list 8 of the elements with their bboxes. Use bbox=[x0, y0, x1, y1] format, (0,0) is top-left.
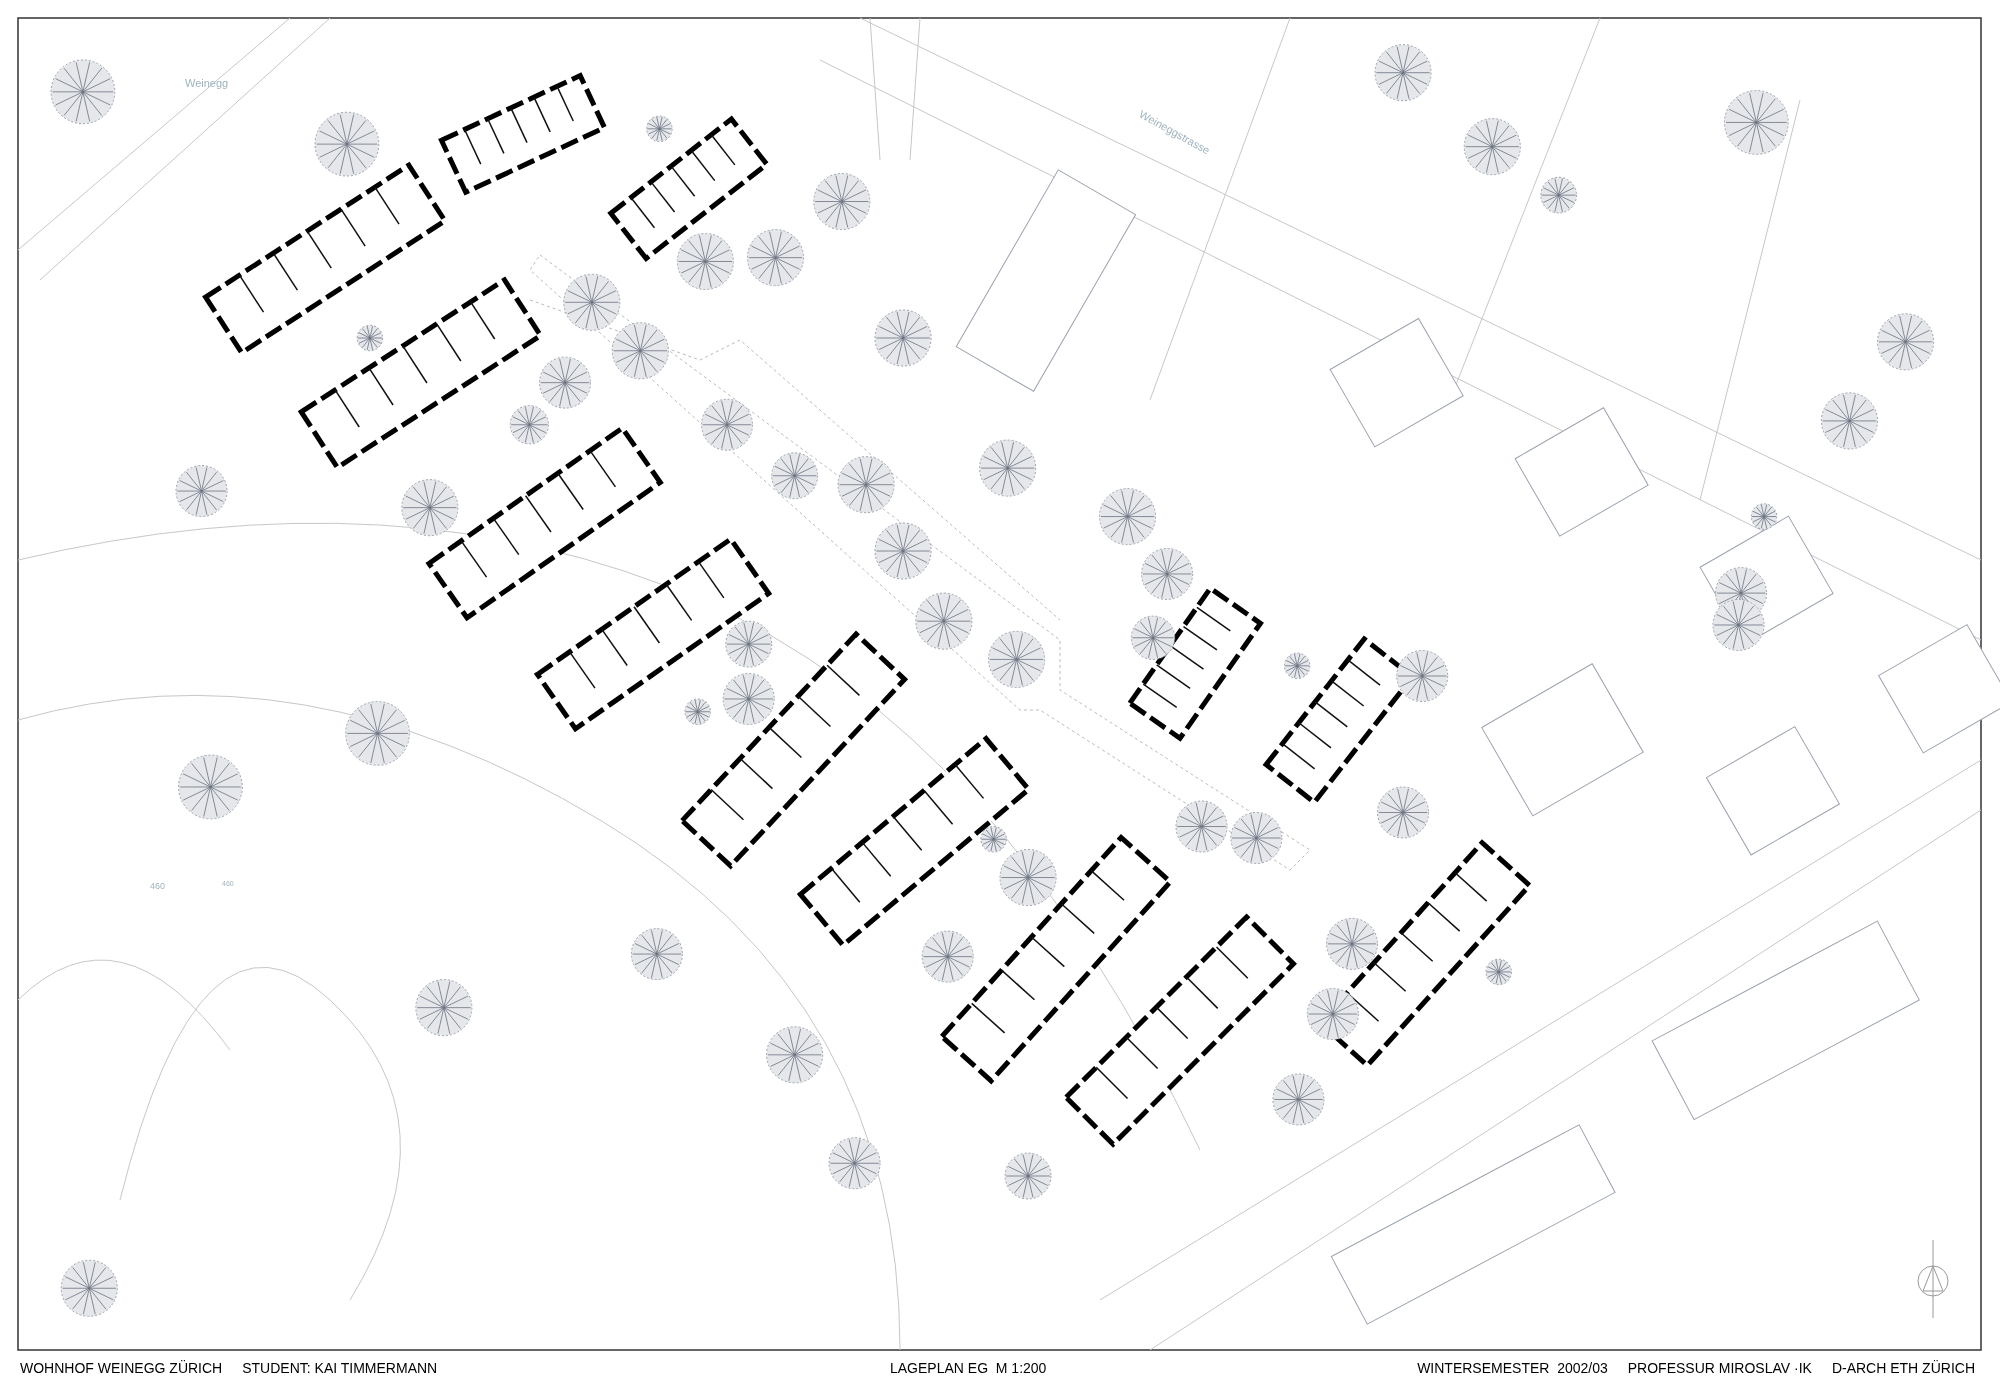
contour-label: 460 bbox=[150, 882, 166, 891]
street-label: Weinegg bbox=[185, 78, 229, 89]
footer-text: LAGEPLAN EG M 1:200 bbox=[890, 1361, 1047, 1375]
footer-text: WINTERSEMESTER 2002/03 bbox=[1417, 1361, 1608, 1375]
footer-text: STUDENT: KAI TIMMERMANN bbox=[242, 1361, 438, 1375]
footer-text: PROFESSUR MIROSLAV ·IK bbox=[1627, 1361, 1812, 1375]
footer-text: WOHNHOF WEINEGG ZÜRICH bbox=[20, 1361, 223, 1375]
footer-text: D-ARCH ETH ZÜRICH bbox=[1831, 1361, 1975, 1375]
